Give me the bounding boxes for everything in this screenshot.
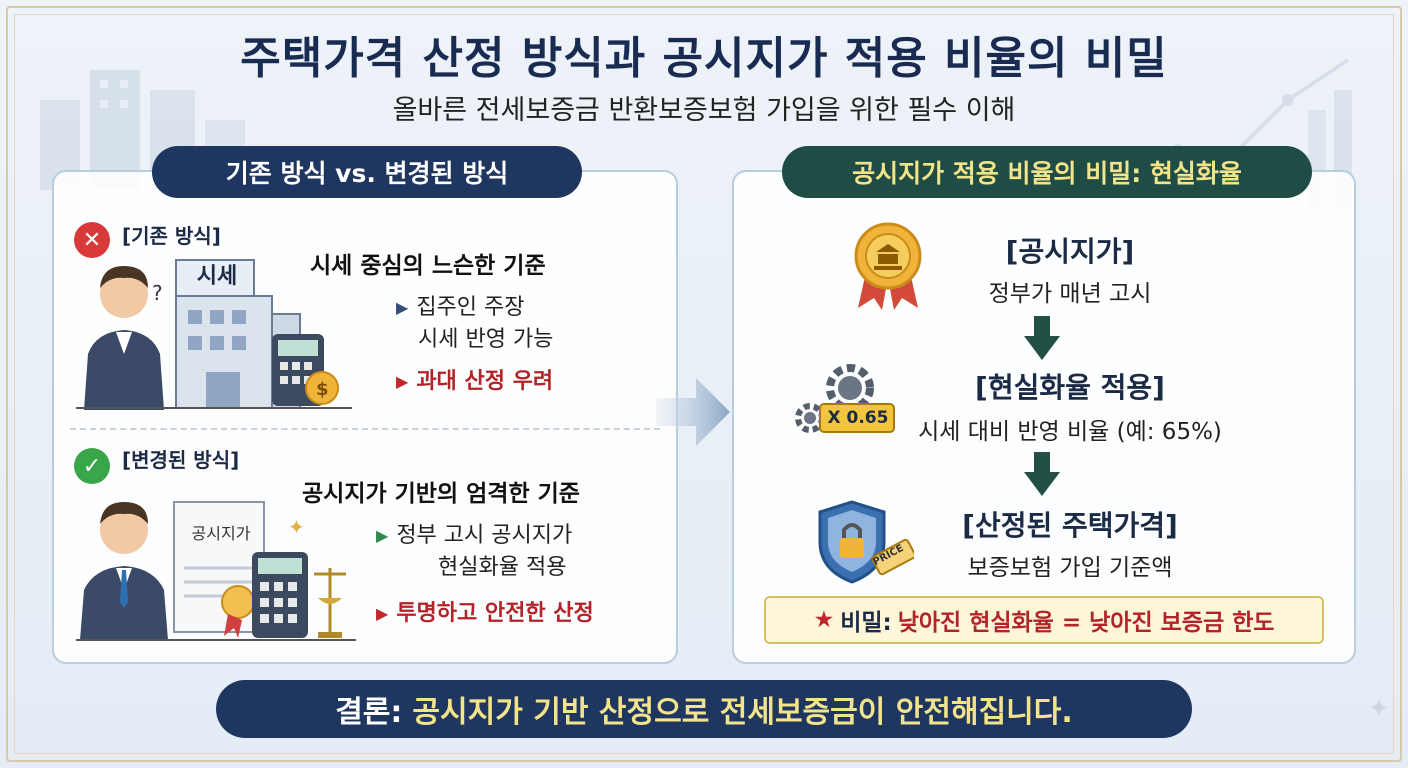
- right-arrow-icon: [656, 378, 730, 446]
- svg-text:?: ?: [152, 281, 163, 305]
- old-method-illustration: ? $: [76, 259, 352, 410]
- new-result: ▶투명하고 안전한 산정: [376, 598, 594, 630]
- old-warning: ▶과대 산정 우려: [396, 366, 553, 398]
- section-divider: [70, 428, 660, 430]
- old-method-heading: 시세 중심의 느슨한 기준: [310, 253, 546, 279]
- star-icon: ★: [813, 607, 835, 633]
- svg-text:$: $: [316, 379, 329, 400]
- check-icon: ✓: [74, 448, 110, 484]
- calculator-icon: [252, 552, 308, 638]
- secret-label: 비밀:: [840, 610, 892, 636]
- step-1-title: [공시지가]: [1005, 235, 1135, 268]
- svg-text:✦: ✦: [288, 515, 305, 539]
- multiplier-badge: X 0.65: [827, 408, 889, 428]
- gear-icon: [795, 364, 895, 433]
- step-3-desc: 보증보험 가입 기준액: [967, 555, 1173, 581]
- outer-frame: [6, 6, 1402, 762]
- conclusion-banner: 결론: 공시지가 기반 산정으로 전세보증금이 안전해집니다.: [216, 680, 1192, 738]
- new-bullet-1: ▶정부 고시 공시지가: [376, 520, 572, 552]
- coin-icon: $: [305, 371, 339, 405]
- page-title: 주택가격 산정 방식과 공시지가 적용 비율의 비밀: [240, 33, 1168, 84]
- secret-text: 낮아진 현실화율 = 낮아진 보증금 한도: [897, 610, 1275, 636]
- old-bullet-1-cont: 시세 반영 가능: [418, 327, 554, 352]
- sparkle-icon: ✦: [1368, 694, 1390, 724]
- inner-frame: [14, 14, 1394, 754]
- step-2-title: [현실화율 적용]: [975, 371, 1165, 404]
- old-bullet-1: ▶집주인 주장: [396, 292, 525, 324]
- scales-icon: [314, 568, 346, 638]
- conclusion-label: 결론:: [335, 695, 403, 730]
- government-seal-icon: [854, 222, 922, 310]
- step-1-desc: 정부가 매년 고시: [988, 281, 1152, 307]
- confused-person-icon: ?: [84, 266, 164, 410]
- triangle-bullet-icon: ▶: [376, 604, 389, 623]
- new-method-heading: 공시지가 기반의 엄격한 기준: [302, 481, 580, 507]
- new-method-tag: [변경된 방식]: [122, 448, 240, 472]
- confident-person-icon: [80, 502, 168, 640]
- new-bullet-1-cont: 현실화율 적용: [438, 555, 567, 580]
- down-arrow-icon: [1024, 316, 1060, 360]
- page-subtitle: 올바른 전세보증금 반환보증보험 가입을 위한 필수 이해: [392, 95, 1016, 126]
- triangle-bullet-icon: ▶: [376, 526, 389, 545]
- new-method-illustration: ✦: [76, 501, 356, 641]
- document-label: 공시지가: [191, 524, 251, 543]
- conclusion-text: 공시지가 기반 산정으로 전세보증금이 안전해집니다.: [412, 695, 1073, 730]
- secret-callout: ★ 비밀: 낮아진 현실화율 = 낮아진 보증금 한도: [764, 596, 1324, 644]
- step-3-title: [산정된 주택가격]: [962, 509, 1178, 542]
- x-icon: ✕: [74, 222, 110, 258]
- comparison-pill: 기존 방식 vs. 변경된 방식: [152, 146, 582, 198]
- step-2-desc: 시세 대비 반영 비율 (예: 65%): [918, 419, 1222, 445]
- triangle-bullet-icon: ▶: [396, 298, 409, 317]
- down-arrow-icon: [1024, 452, 1060, 496]
- seal-icon: [221, 585, 255, 638]
- old-method-tag: [기존 방식]: [122, 224, 221, 248]
- triangle-bullet-icon: ▶: [396, 372, 409, 391]
- building-sign: 시세: [196, 264, 238, 289]
- reality-rate-pill: 공시지가 적용 비율의 비밀: 현실화율: [782, 146, 1312, 198]
- shield-lock-icon: [818, 500, 914, 584]
